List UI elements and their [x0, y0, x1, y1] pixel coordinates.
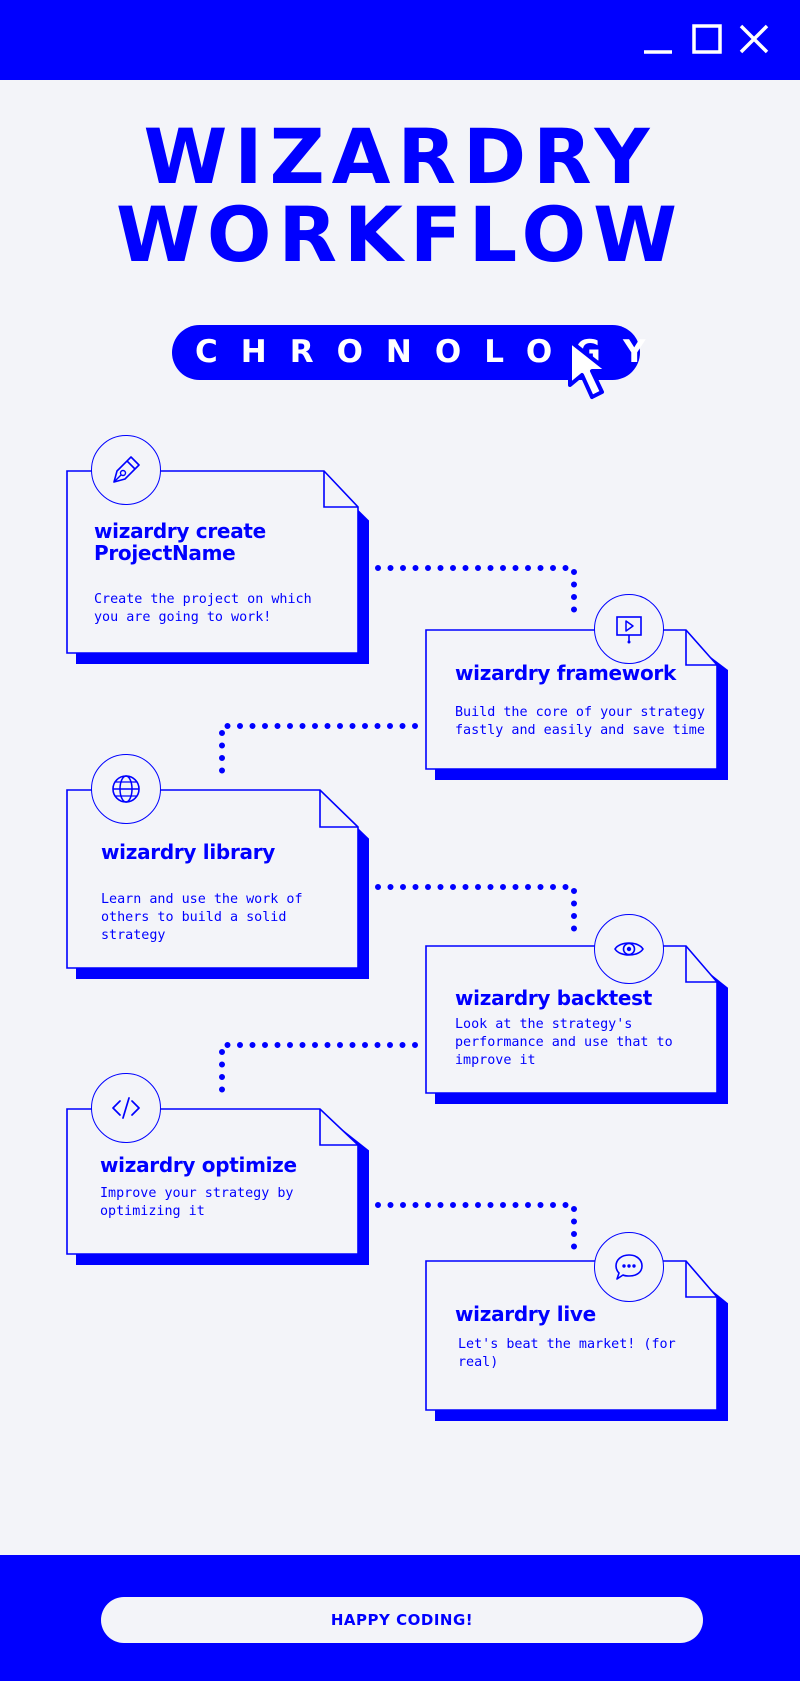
step-title: wizardry framework: [455, 661, 676, 685]
page-title-line1: WIZARDRY: [143, 112, 657, 201]
step-title: wizardry create ProjectName: [94, 519, 266, 565]
step-description: Look at the strategy's performance and u…: [455, 1017, 673, 1068]
step-icon-badge: [594, 594, 664, 664]
step-icon-badge: [594, 1232, 664, 1302]
step-card-live: wizardry live Let's beat the market! (fo…: [425, 1260, 728, 1421]
page-title-line2: WORKFLOW: [116, 190, 684, 279]
step-description: Create the project on which you are goin…: [94, 592, 312, 625]
step-title: wizardry library: [101, 840, 275, 864]
step-title: wizardry live: [455, 1302, 596, 1326]
eye-icon: [614, 942, 644, 956]
page-title: WIZARDRY WORKFLOW: [0, 118, 800, 274]
step-description: Let's beat the market! (for real): [458, 1337, 676, 1370]
footer-label: HAPPY CODING!: [101, 1597, 703, 1643]
code-icon: [112, 1097, 140, 1119]
step-card-library: wizardry library Learn and use the work …: [66, 789, 369, 979]
step-card-optimize: wizardry optimize Improve your strategy …: [66, 1108, 369, 1265]
step-description: Improve your strategy by optimizing it: [100, 1186, 294, 1219]
title-bar: [0, 0, 800, 80]
step-description: Learn and use the work of others to buil…: [101, 892, 303, 943]
step-title: wizardry optimize: [100, 1153, 297, 1177]
cursor-arrow-icon: [568, 339, 610, 399]
minimize-icon: [644, 50, 672, 54]
step-card-framework: wizardry framework Build the core of you…: [425, 629, 728, 780]
chat-bubble-icon: [615, 1254, 643, 1280]
close-button[interactable]: [737, 22, 771, 56]
maximize-button[interactable]: [690, 22, 724, 56]
step-card-create: wizardry create ProjectName Create the p…: [66, 470, 369, 664]
close-icon: [739, 24, 769, 54]
step-icon-badge: [594, 914, 664, 984]
step-icon-badge: [91, 435, 161, 505]
step-icon-badge: [91, 754, 161, 824]
pen-nib-icon: [113, 456, 140, 483]
presentation-board-icon: [616, 616, 642, 644]
step-title: wizardry backtest: [455, 986, 652, 1010]
step-icon-badge: [91, 1073, 161, 1143]
maximize-icon: [692, 24, 722, 54]
step-description: Build the core of your strategy fastly a…: [455, 705, 705, 738]
globe-icon: [112, 775, 140, 803]
minimize-button[interactable]: [641, 22, 675, 56]
step-card-backtest: wizardry backtest Look at the strategy's…: [425, 945, 728, 1104]
